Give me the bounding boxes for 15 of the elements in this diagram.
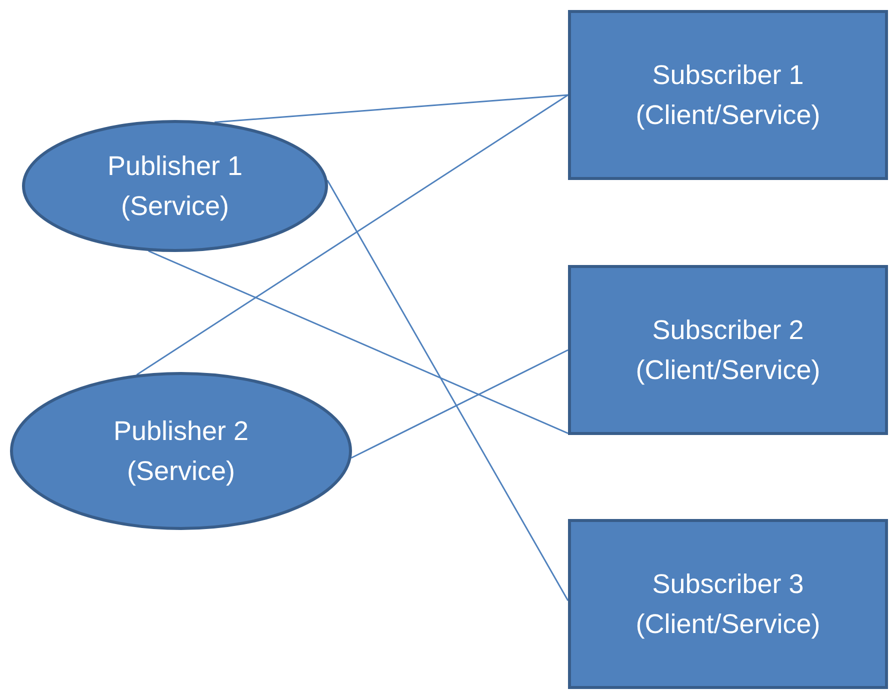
process-box: [568, 265, 888, 435]
node-label: Subscriber 3 (Client/Service): [634, 568, 822, 641]
connector-line: [136, 94, 568, 376]
process-box: [568, 10, 888, 180]
connector-line: [351, 349, 568, 459]
node-label: Publisher 2 (Service): [112, 414, 250, 488]
connector-line: [214, 94, 568, 123]
node-label: Subscriber 2 (Client/Service): [634, 314, 822, 387]
connector-line: [326, 180, 569, 601]
connector-line: [148, 250, 568, 434]
ellipse-node: [10, 372, 352, 530]
node-label: Subscriber 1 (Client/Service): [634, 58, 822, 132]
ellipse-node: [22, 120, 328, 252]
process-box: [568, 519, 888, 689]
node-label: Publisher 1 (Service): [106, 150, 244, 223]
